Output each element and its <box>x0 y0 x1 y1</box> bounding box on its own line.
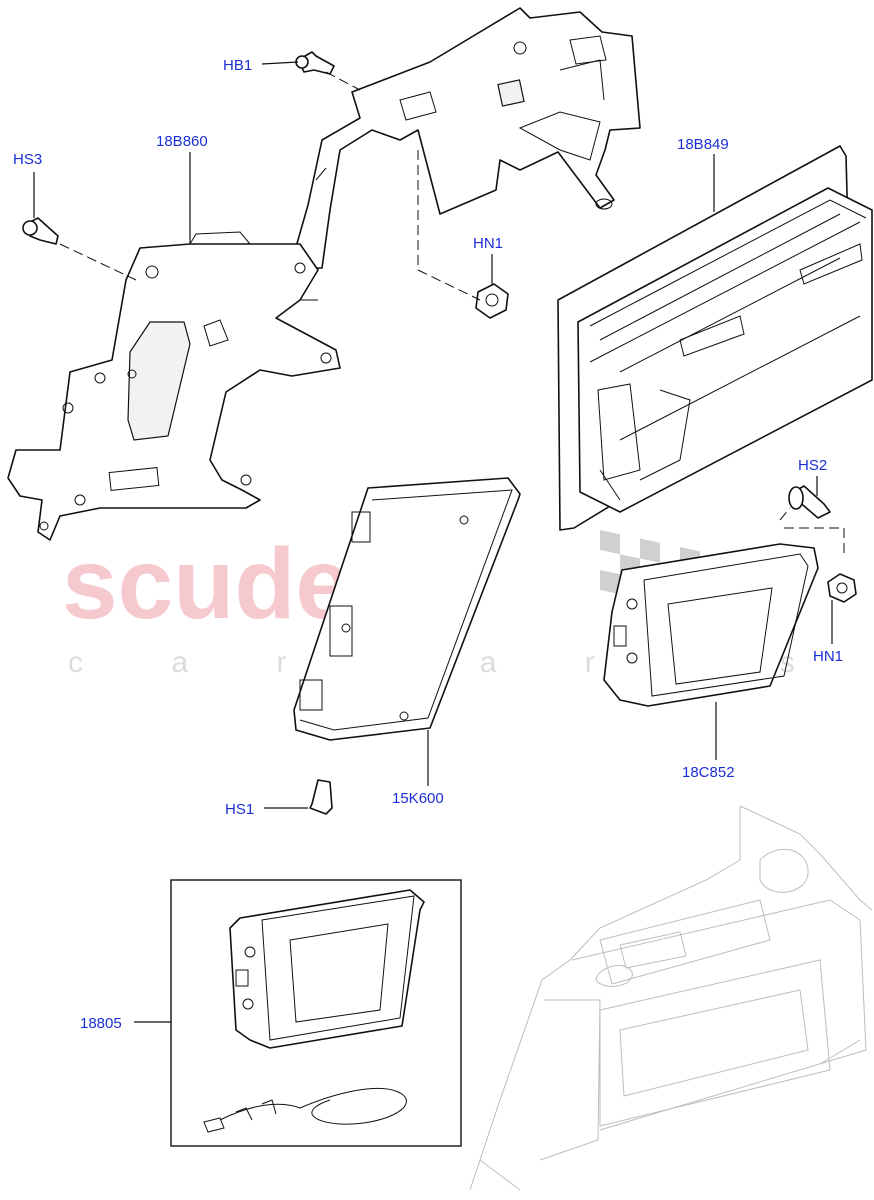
callout-HS3: HS3 <box>13 151 42 168</box>
leader-lines <box>33 61 833 1023</box>
fastener-HS1 <box>309 779 333 815</box>
callout-18805: 18805 <box>80 1015 122 1032</box>
callout-HS2: HS2 <box>798 457 827 474</box>
assembly-lines <box>59 71 845 556</box>
callout-HN1-top: HN1 <box>473 235 503 252</box>
callout-HB1: HB1 <box>223 57 252 74</box>
left-mounting-bracket-18B860 <box>7 231 341 541</box>
fastener-HS2 <box>788 485 831 519</box>
vehicle-interior-outline <box>469 805 873 1191</box>
callout-18C852: 18C852 <box>682 764 735 781</box>
callout-HN1-right: HN1 <box>813 648 843 665</box>
fastener-HB1 <box>295 51 335 75</box>
callout-labels: HB1 HS3 18B860 HN1 18B849 HS2 HN1 18C852… <box>13 57 843 1032</box>
upper-mounting-bracket <box>289 7 641 269</box>
module-15K600 <box>293 477 521 741</box>
fastener-HS3 <box>22 217 59 245</box>
fastener-HN1-top <box>475 283 509 319</box>
callout-18B849: 18B849 <box>677 136 729 153</box>
callout-18B860: 18B860 <box>156 133 208 150</box>
callout-HS1: HS1 <box>225 801 254 818</box>
callout-15K600: 15K600 <box>392 790 444 807</box>
module-18C852 <box>603 543 819 707</box>
fastener-HN1-right <box>827 573 857 603</box>
inset-18805 <box>170 879 462 1147</box>
head-unit-18B849 <box>557 145 873 531</box>
